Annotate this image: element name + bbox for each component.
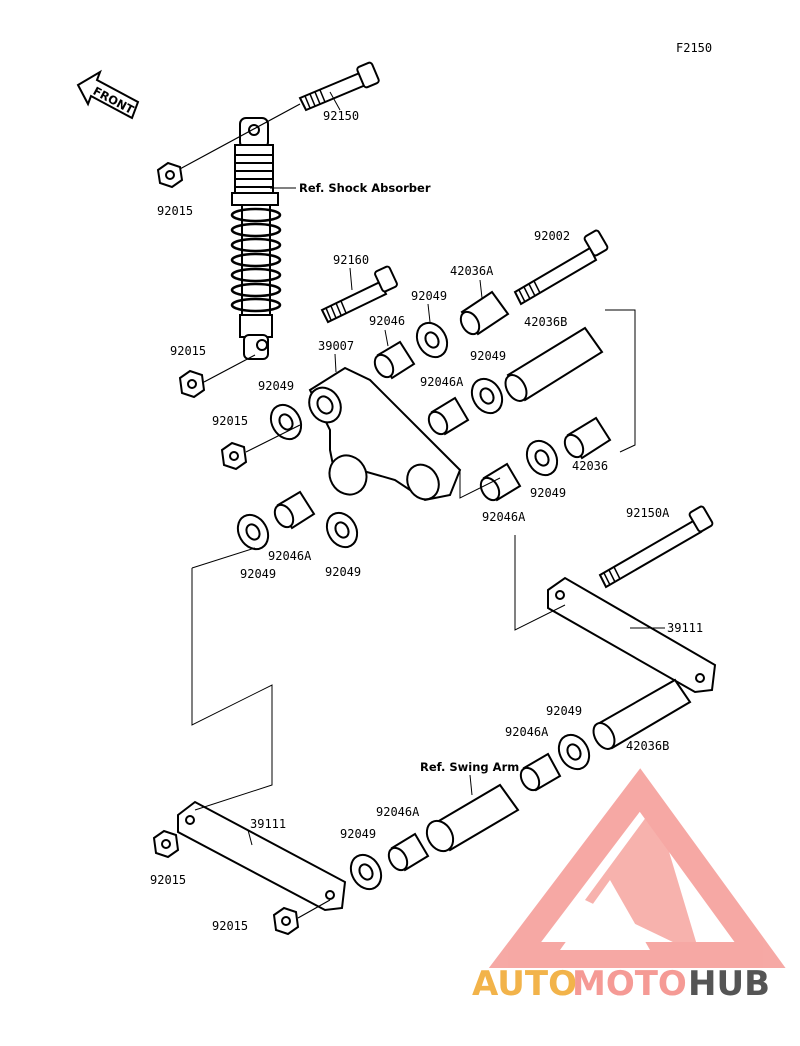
label-42036B-top: 42036B: [524, 315, 567, 329]
label-92150: 92150: [323, 109, 359, 123]
washer-92049-right: [525, 439, 559, 477]
ref-swing-arm-label: Ref. Swing Arm: [420, 760, 519, 774]
label-92049-h: 92049: [340, 827, 376, 841]
front-arrow-icon: FRONT: [76, 69, 140, 120]
label-42036B-bottom: 42036B: [626, 739, 669, 753]
bolt-92150A: [598, 505, 714, 589]
label-92049-g: 92049: [546, 704, 582, 718]
bearing-92046A-left: [273, 490, 316, 530]
label-92015-b: 92015: [170, 344, 206, 358]
bolt-92150: [298, 61, 380, 112]
label-92015-c: 92015: [212, 414, 248, 428]
shock-absorber: [230, 117, 282, 360]
label-92049-e: 92049: [240, 567, 276, 581]
rocker-arm-39007: [308, 366, 462, 502]
diagram-code: F2150: [676, 41, 712, 55]
collar-42036B-top: [504, 326, 604, 402]
label-42036: 42036: [572, 459, 608, 473]
collar-42036B-bottom: [592, 678, 692, 750]
bearing-92046A-right-low: [519, 752, 562, 792]
label-92015-e: 92015: [212, 919, 248, 933]
label-39007: 39007: [318, 339, 354, 353]
label-92046A-b: 92046A: [482, 510, 526, 524]
bearing-92046A-mid: [427, 396, 470, 436]
label-92160: 92160: [333, 253, 369, 267]
washer-92049-left-low: [236, 513, 270, 551]
label-92049-a: 92049: [411, 289, 447, 303]
bolt-92160: [320, 265, 398, 324]
washer-92049-right-low: [557, 733, 591, 771]
collar-42036A: [459, 290, 510, 336]
watermark-text: AUTO MOTO HUB: [472, 964, 770, 1004]
label-92150A: 92150A: [626, 506, 670, 520]
washer-92049-top: [415, 321, 449, 359]
label-92046: 92046: [369, 314, 405, 328]
label-92049-b: 92049: [470, 349, 506, 363]
label-92049-c: 92049: [258, 379, 294, 393]
label-92046A-e: 92046A: [376, 805, 420, 819]
watermark-moto: MOTO: [572, 964, 687, 1004]
label-92046A-a: 92046A: [420, 375, 464, 389]
collar-42036: [563, 416, 612, 460]
label-92049-f: 92049: [325, 565, 361, 579]
label-92046A-c: 92046A: [268, 549, 312, 563]
tie-rod-39111-right: [547, 576, 717, 694]
assembly-lines: [191, 309, 636, 811]
watermark-auto: AUTO: [472, 964, 577, 1004]
label-39111-a: 39111: [667, 621, 703, 635]
washer-92049-left: [269, 403, 303, 441]
label-92049-d: 92049: [530, 486, 566, 500]
label-39111-b: 39111: [250, 817, 286, 831]
swing-arm-sleeve: [425, 783, 520, 853]
washer-92049-center-low: [325, 511, 359, 549]
ref-shock-absorber-label: Ref. Shock Absorber: [299, 181, 431, 195]
washer-92049-bottom: [349, 853, 383, 891]
label-92015-a: 92015: [157, 204, 193, 218]
label-42036A: 42036A: [450, 264, 494, 278]
label-92046A-d: 92046A: [505, 725, 549, 739]
bearing-92046A-bottom: [387, 832, 430, 872]
label-92015-d: 92015: [150, 873, 186, 887]
watermark-hub: HUB: [688, 964, 770, 1004]
washer-92049-mid: [470, 377, 504, 415]
tie-rod-39111-left: [177, 800, 347, 912]
bearing-92046A-right: [479, 462, 522, 502]
label-92002: 92002: [534, 229, 570, 243]
watermark-logo-icon: [488, 768, 786, 968]
bearing-92046: [373, 340, 416, 380]
bolt-92002: [513, 229, 609, 306]
